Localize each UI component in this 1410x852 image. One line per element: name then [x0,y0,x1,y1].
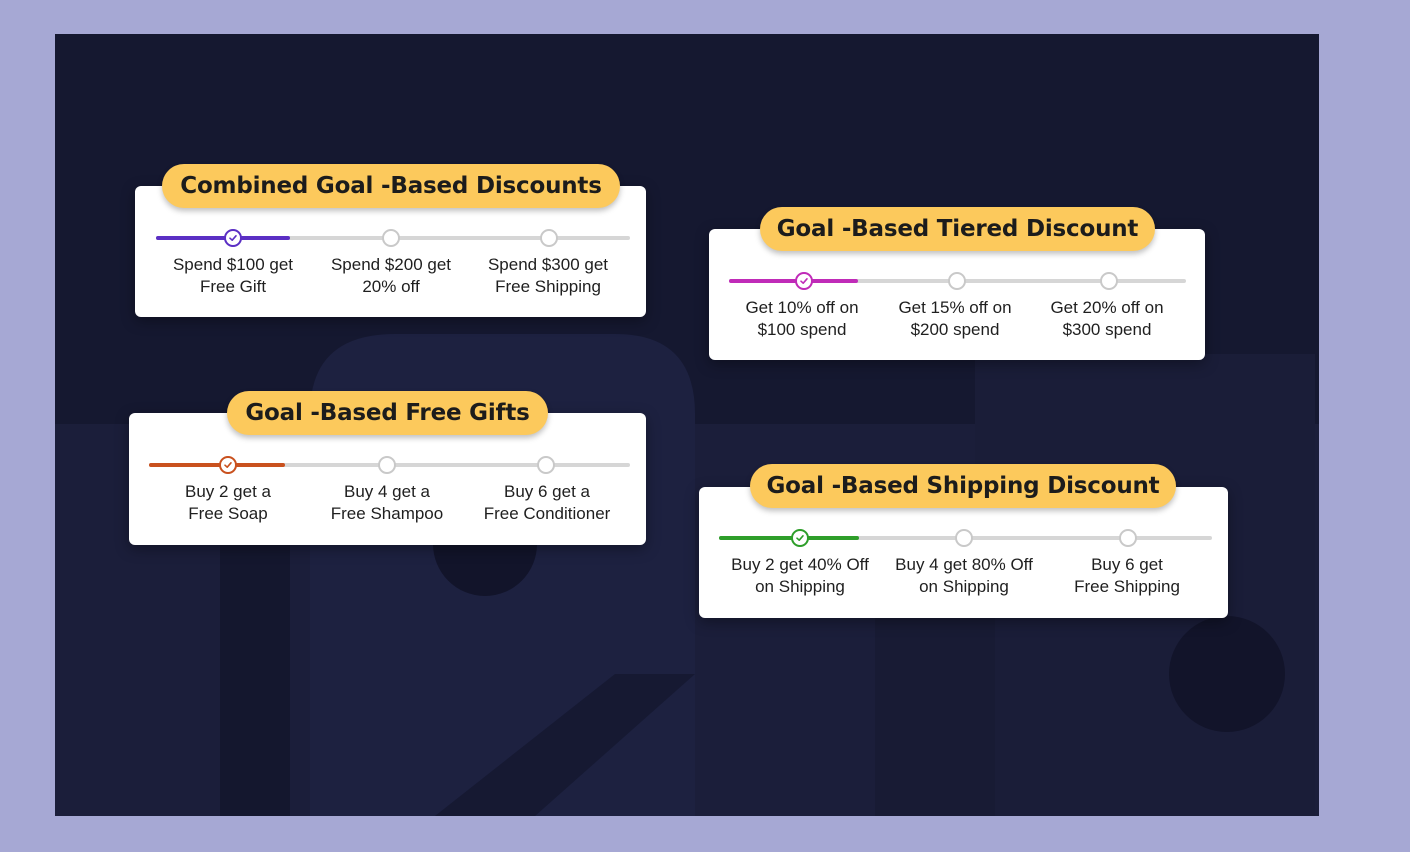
progress-track [156,229,630,247]
step-node-done [791,529,809,547]
step-node [1119,529,1137,547]
progress-track [729,272,1186,290]
step-node [382,229,400,247]
step-node [1100,272,1118,290]
step-node [540,229,558,247]
progress-fill [729,279,859,283]
step-node-done [795,272,813,290]
check-icon [224,462,232,468]
card-title-pill: Goal -Based Tiered Discount [760,207,1155,251]
check-icon [229,235,237,241]
step-node [537,456,555,474]
step-node-done [219,456,237,474]
step-node [955,529,973,547]
step-node [948,272,966,290]
card-title-pill: Goal -Based Shipping Discount [750,464,1176,508]
card-title-pill: Goal -Based Free Gifts [227,391,548,435]
step-node-done [224,229,242,247]
progress-track [149,456,630,474]
check-icon [796,535,804,541]
progress-track [719,529,1212,547]
progress-fill [719,536,859,540]
step-label: Get 15% off on$200 spend [898,298,1012,339]
step-label: Get 10% off on$100 spend [745,298,859,339]
progress-fill [156,236,291,240]
card-title-pill: Combined Goal -Based Discounts [162,164,620,208]
check-icon [800,278,808,284]
step-label: Get 20% off on$300 spend [1050,298,1164,339]
progress-fill [149,463,286,467]
step-node [378,456,396,474]
